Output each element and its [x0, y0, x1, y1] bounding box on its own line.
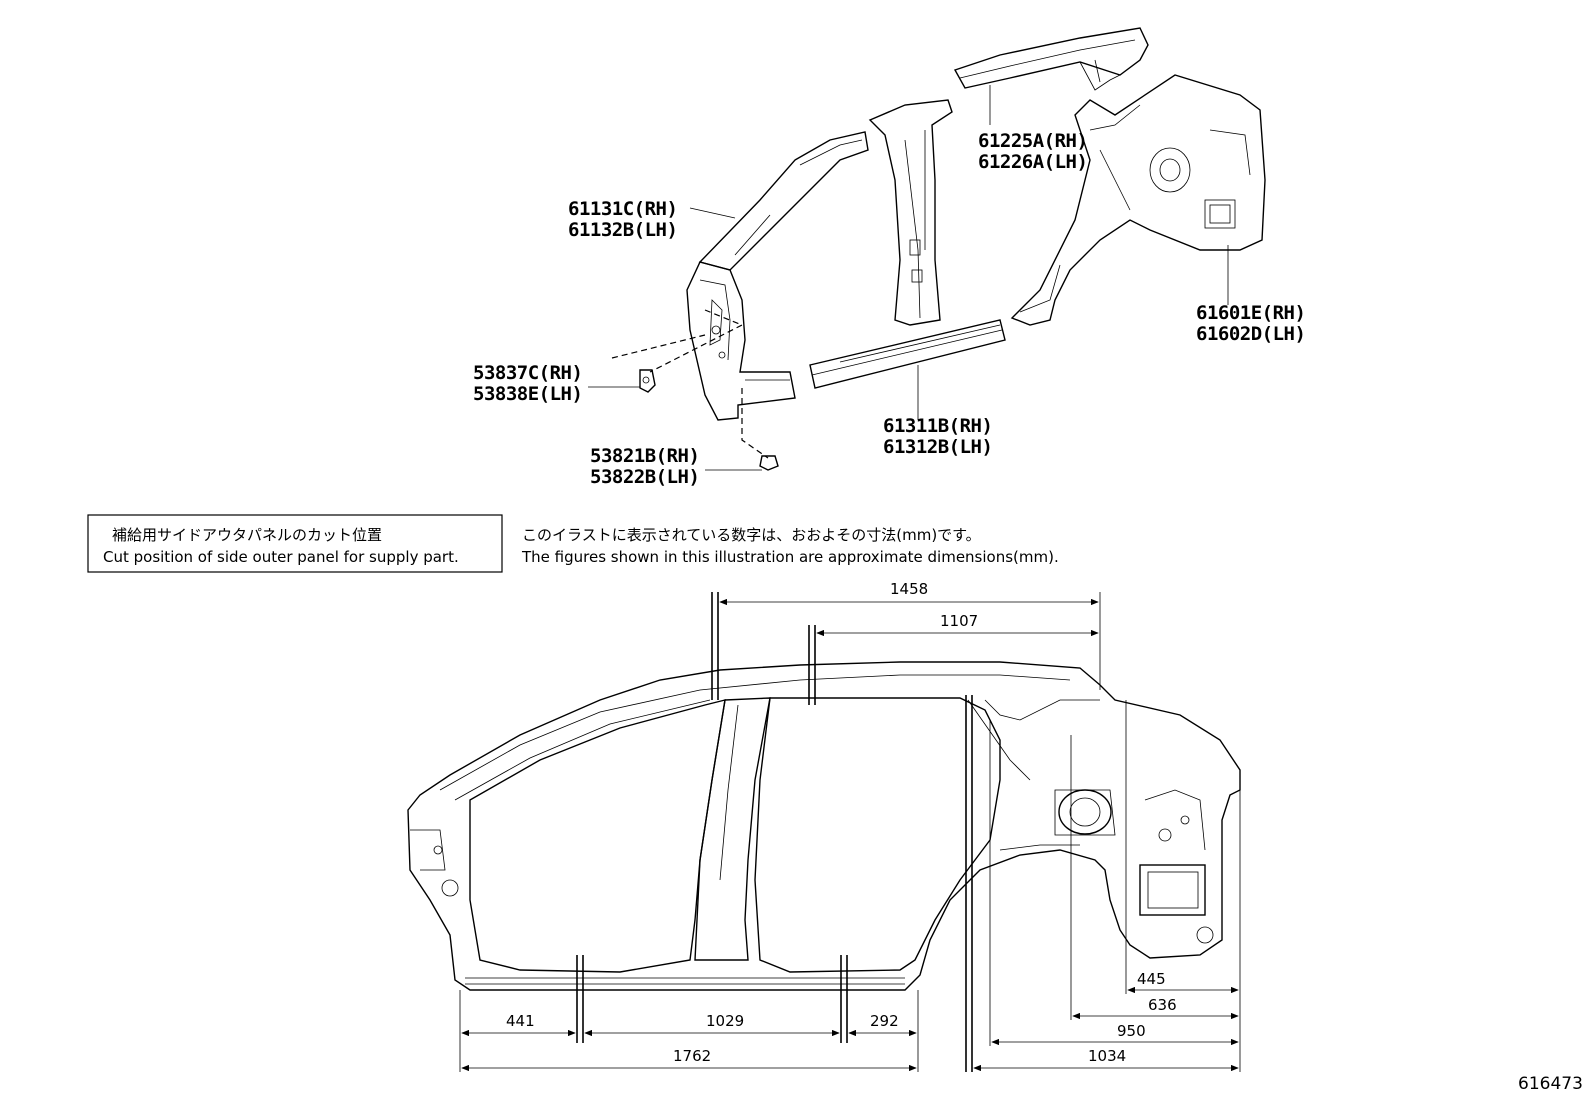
- figure-id: 616473: [1518, 1074, 1583, 1094]
- fuel-door: [1058, 789, 1112, 835]
- hinge-bracket-part: [639, 369, 656, 393]
- small-bracket-part: [759, 455, 779, 471]
- hinge-pillar-part: [686, 261, 796, 421]
- quarter-panel-part: [1010, 74, 1266, 326]
- label-bracket-rh: 53821B(RH): [590, 445, 699, 467]
- label-rocker-rh: 61311B(RH): [883, 415, 992, 437]
- rocker-panel-part: [809, 319, 1006, 389]
- cut-position-box: [87, 514, 503, 573]
- label-front-pillar-lh: 61132B(LH): [568, 219, 677, 241]
- dim-1107: 1107: [940, 612, 978, 630]
- label-hinge-rh: 53837C(RH): [473, 362, 582, 384]
- dim-950: 950: [1117, 1022, 1146, 1040]
- label-quarter-panel-rh: 61601E(RH): [1196, 302, 1305, 324]
- label-roof-side-rh: 61225A(RH): [978, 130, 1087, 152]
- dim-1034: 1034: [1088, 1047, 1126, 1065]
- center-pillar-part: [868, 99, 953, 326]
- cut-box-en: Cut position of side outer panel for sup…: [103, 548, 459, 566]
- label-rocker-lh: 61312B(LH): [883, 436, 992, 458]
- dim-292: 292: [870, 1012, 899, 1030]
- label-roof-side-lh: 61226A(LH): [978, 151, 1087, 173]
- side-outer-panel: [407, 661, 1241, 991]
- dim-636: 636: [1148, 996, 1177, 1014]
- note-jp: このイラストに表示されている数字は、おおよその寸法(mm)です。: [522, 526, 981, 544]
- label-front-pillar-rh: 61131C(RH): [568, 198, 677, 220]
- cut-lines: [576, 592, 973, 1072]
- label-bracket-lh: 53822B(LH): [590, 466, 699, 488]
- note-en: The figures shown in this illustration a…: [521, 548, 1059, 566]
- dim-1762: 1762: [673, 1047, 711, 1065]
- roof-side-rail-part: [953, 27, 1149, 91]
- label-quarter-panel-lh: 61602D(LH): [1196, 323, 1305, 345]
- dim-1458: 1458: [890, 580, 928, 598]
- dimension-lines: [461, 598, 1239, 1072]
- dim-441: 441: [506, 1012, 535, 1030]
- dim-1029: 1029: [706, 1012, 744, 1030]
- cut-box-jp: 補給用サイドアウタパネルのカット位置: [112, 526, 382, 544]
- label-hinge-lh: 53838E(LH): [473, 383, 582, 405]
- front-pillar-part: [698, 131, 869, 271]
- lamp-pocket: [1139, 864, 1206, 916]
- dim-445: 445: [1137, 970, 1166, 988]
